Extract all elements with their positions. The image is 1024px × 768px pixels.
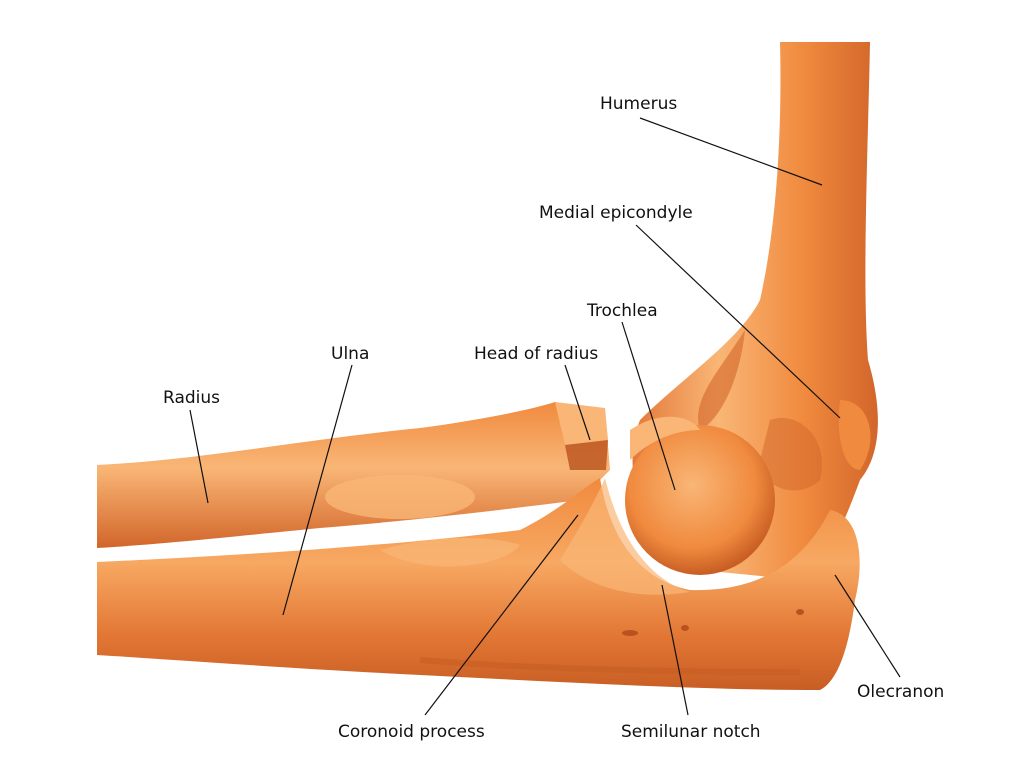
ulna-bone (97, 478, 860, 690)
leader-lines (189, 117, 901, 716)
leader-semilunar-notch (661, 584, 689, 716)
label-olecranon: Olecranon (857, 682, 944, 702)
label-trochlea: Trochlea (586, 301, 658, 321)
label-medial-epicondyle: Medial epicondyle (539, 203, 693, 223)
label-radius: Radius (163, 388, 220, 408)
leader-coronoid-process (424, 514, 579, 716)
leader-olecranon (834, 574, 901, 678)
leader-radius (189, 409, 209, 504)
leader-medial-epicondyle (635, 224, 841, 419)
label-ulna: Ulna (331, 344, 369, 364)
leader-ulna (282, 364, 353, 616)
label-coronoid-process: Coronoid process (338, 722, 485, 742)
labels: Humerus Medial epicondyle Trochlea Head … (163, 94, 944, 742)
trochlea (625, 416, 775, 575)
label-humerus: Humerus (600, 94, 677, 114)
label-head-of-radius: Head of radius (474, 344, 598, 364)
leader-humerus (639, 117, 823, 186)
leader-head-of-radius (564, 364, 591, 441)
radius-bone (97, 402, 610, 548)
leader-trochlea (621, 321, 676, 491)
label-semilunar-notch: Semilunar notch (621, 722, 761, 742)
